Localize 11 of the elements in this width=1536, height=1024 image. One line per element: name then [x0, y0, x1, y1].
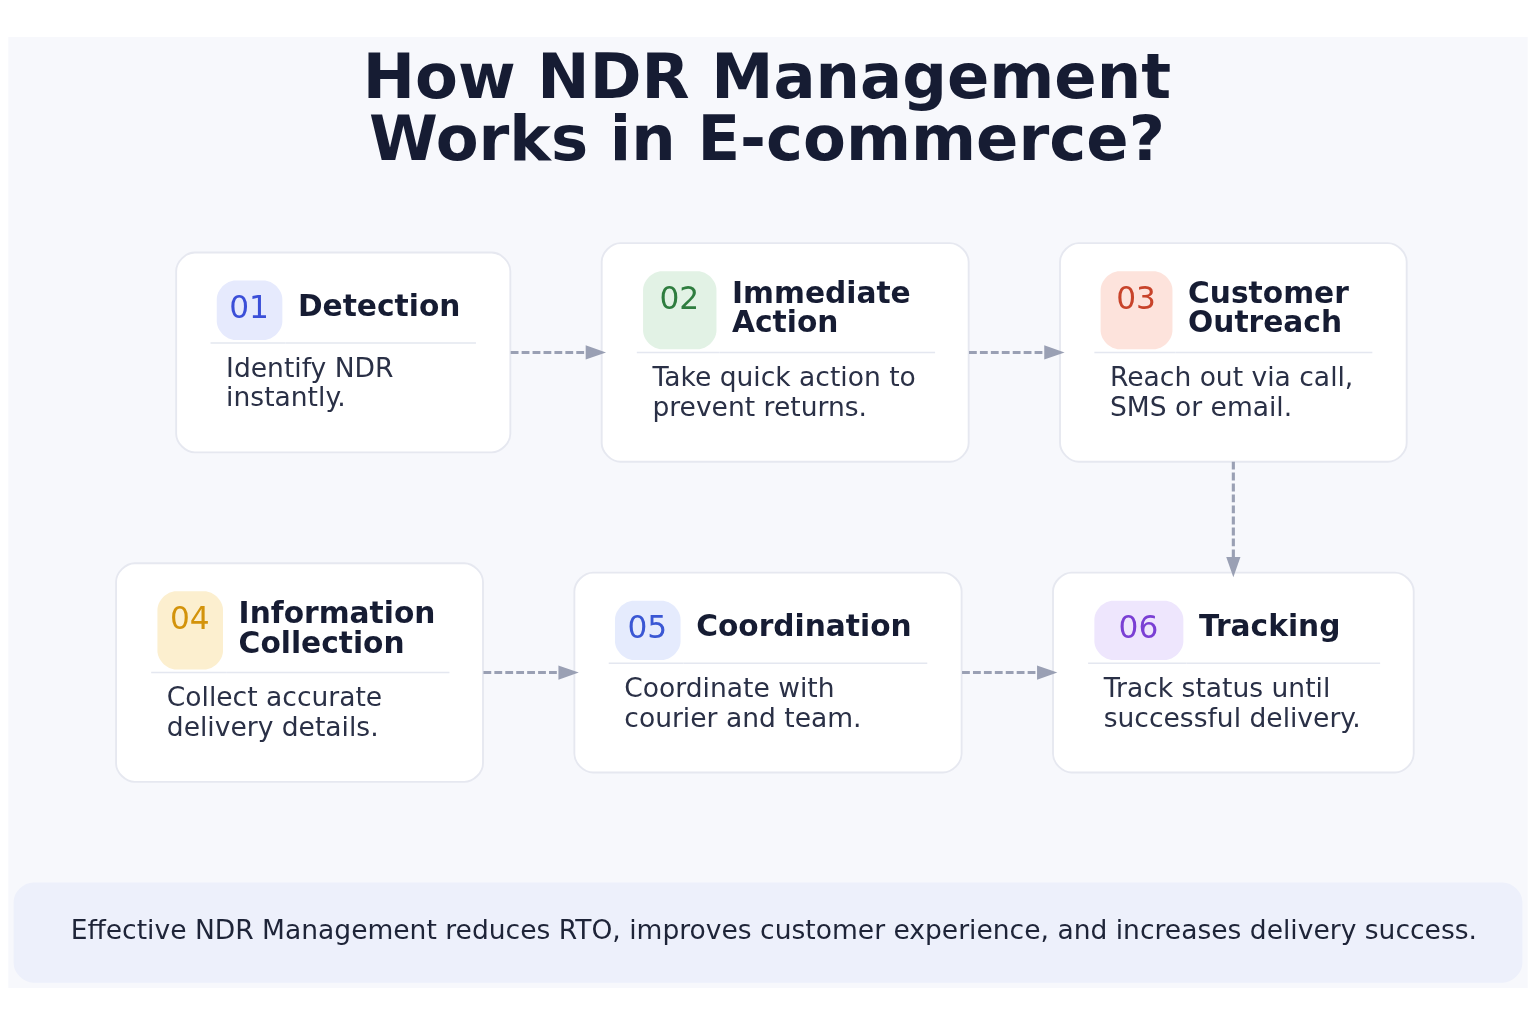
arrow — [510, 344, 607, 360]
arrow — [1226, 461, 1241, 577]
diagram-title: How NDR Management Works in E-commerce? — [362, 39, 1172, 175]
node-box: 03 Customer Outreach Reach out via call, SMS or email. — [1059, 241, 1408, 463]
node-box: 06 Tracking Track status until successful delivery. — [1052, 571, 1415, 773]
arrow — [969, 344, 1065, 360]
node-box: 02 Immediate Action Take quick action to prevent returns. — [600, 241, 970, 463]
arrow — [483, 664, 579, 680]
arrow — [962, 664, 1058, 680]
node-box: 05 Coordination Coordinate with courier and team. — [573, 571, 963, 773]
node-box: 01 Detection Identify NDR instantly. — [175, 251, 512, 453]
